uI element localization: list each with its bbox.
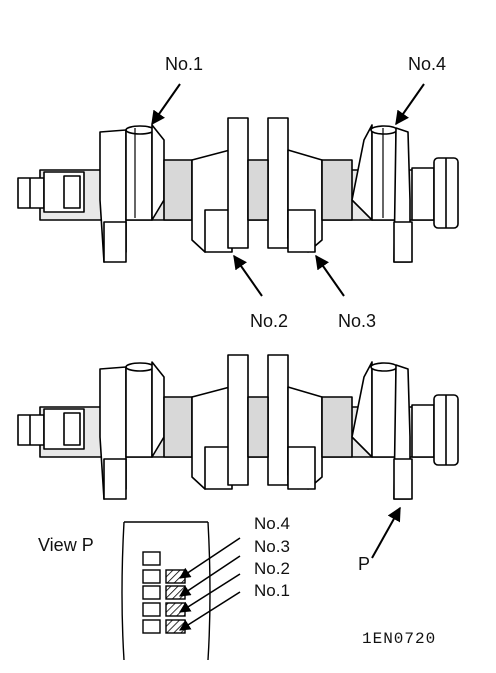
label-top-no3: No.3 (338, 311, 377, 331)
crankshaft-bottom-view (17, 354, 459, 500)
front-snout (17, 177, 45, 209)
arrow-no4 (395, 83, 425, 126)
arrow-no2 (233, 254, 263, 297)
counterweight-3 (267, 117, 289, 249)
journal-no4 (371, 129, 397, 221)
label-top-no1: No.1 (165, 54, 204, 74)
crankshaft-top-view (17, 117, 459, 263)
label-view-p: View P (38, 535, 94, 555)
crankpin-1 (163, 159, 193, 221)
label-view-no4: No.4 (254, 514, 290, 533)
label-view-no1: No.1 (254, 581, 290, 600)
label-top-no2: No.2 (250, 311, 289, 331)
figure-code: 1EN0720 (362, 630, 437, 648)
label-view-no2: No.2 (254, 559, 290, 578)
view-p-leaders (179, 537, 241, 631)
label-view-no3: No.3 (254, 537, 290, 556)
crankpin-2 (247, 159, 269, 221)
label-pointer-p: P (358, 554, 371, 574)
counterweight-4 (393, 221, 413, 263)
arrow-p (371, 506, 401, 559)
view-p-inset (121, 521, 211, 661)
journal-no1 (125, 129, 153, 221)
crankpin-3 (321, 159, 353, 221)
arrow-no1 (151, 83, 181, 126)
label-top-no4: No.4 (408, 54, 447, 74)
counterweight-2 (227, 117, 249, 249)
journal-no3 (287, 209, 316, 253)
arrow-no3 (315, 254, 345, 297)
top-leaders (151, 83, 425, 297)
counterweight-1 (103, 221, 127, 263)
